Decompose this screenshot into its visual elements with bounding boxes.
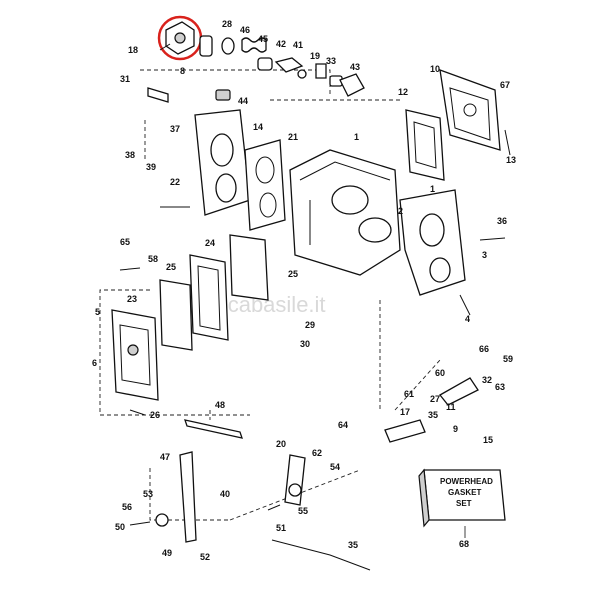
exhaust-cover-10[interactable] bbox=[439, 69, 501, 151]
label-25b: 25 bbox=[288, 269, 298, 279]
label-45: 45 bbox=[258, 34, 268, 44]
label-12: 12 bbox=[398, 87, 408, 97]
label-35b: 35 bbox=[348, 540, 358, 550]
label-28: 28 bbox=[222, 19, 232, 29]
label-26: 26 bbox=[150, 410, 160, 420]
kit-line-3: SET bbox=[456, 499, 472, 508]
label-4: 4 bbox=[465, 314, 470, 324]
callout-labels: 18 8 28 46 45 42 41 19 33 43 10 67 12 31… bbox=[92, 19, 516, 562]
label-20: 20 bbox=[276, 439, 286, 449]
label-62: 62 bbox=[312, 448, 322, 458]
label-2: 2 bbox=[398, 206, 403, 216]
label-10: 10 bbox=[430, 64, 440, 74]
label-15: 15 bbox=[483, 435, 493, 445]
label-30: 30 bbox=[300, 339, 310, 349]
label-33: 33 bbox=[326, 56, 336, 66]
assembly-guide-lines bbox=[99, 69, 441, 521]
lever-47[interactable] bbox=[155, 451, 197, 543]
label-25a: 25 bbox=[166, 262, 176, 272]
label-56: 56 bbox=[122, 502, 132, 512]
kit-line-1: POWERHEAD bbox=[440, 477, 493, 486]
gasket-12[interactable] bbox=[405, 109, 445, 181]
label-31: 31 bbox=[120, 74, 130, 84]
label-43: 43 bbox=[350, 62, 360, 72]
cylinder-block-1[interactable] bbox=[289, 149, 401, 276]
label-55: 55 bbox=[298, 506, 308, 516]
label-18: 18 bbox=[128, 45, 138, 55]
label-48: 48 bbox=[215, 400, 225, 410]
label-35: 35 bbox=[428, 410, 438, 420]
label-17: 17 bbox=[400, 407, 410, 417]
label-41: 41 bbox=[293, 40, 303, 50]
label-1a: 1 bbox=[354, 132, 359, 142]
label-14: 14 bbox=[253, 122, 263, 132]
plate-24[interactable] bbox=[229, 234, 269, 301]
kit-ref-label: 68 bbox=[459, 539, 469, 549]
label-1b: 1 bbox=[430, 184, 435, 194]
label-63: 63 bbox=[495, 382, 505, 392]
label-11: 11 bbox=[446, 402, 456, 412]
label-66: 66 bbox=[479, 344, 489, 354]
label-38: 38 bbox=[125, 150, 135, 160]
label-51: 51 bbox=[276, 523, 286, 533]
label-49: 49 bbox=[162, 548, 172, 558]
gasket-25a[interactable] bbox=[189, 254, 229, 341]
label-8: 8 bbox=[180, 66, 185, 76]
label-60: 60 bbox=[435, 368, 445, 378]
label-19: 19 bbox=[310, 51, 320, 61]
label-46: 46 bbox=[240, 25, 250, 35]
rod-35[interactable] bbox=[271, 539, 371, 571]
label-54: 54 bbox=[330, 462, 340, 472]
label-22: 22 bbox=[170, 177, 180, 187]
label-47: 47 bbox=[160, 452, 170, 462]
label-64: 64 bbox=[338, 420, 348, 430]
label-9: 9 bbox=[453, 424, 458, 434]
label-53: 53 bbox=[143, 489, 153, 499]
label-39: 39 bbox=[146, 162, 156, 172]
label-59: 59 bbox=[503, 354, 513, 364]
top-hardware[interactable] bbox=[147, 35, 365, 103]
label-40: 40 bbox=[220, 489, 230, 499]
gasket-25b[interactable] bbox=[159, 279, 193, 351]
label-61: 61 bbox=[404, 389, 414, 399]
bolts bbox=[119, 129, 511, 526]
part-8-highlighted[interactable] bbox=[157, 15, 203, 61]
crankcase-half-1[interactable] bbox=[399, 189, 466, 296]
label-36: 36 bbox=[497, 216, 507, 226]
gasket-21[interactable] bbox=[244, 139, 286, 231]
label-6: 6 bbox=[92, 358, 97, 368]
label-52: 52 bbox=[200, 552, 210, 562]
intake-manifold-14[interactable] bbox=[194, 109, 251, 216]
powerhead-gasket-set-box[interactable]: POWERHEAD GASKET SET 68 bbox=[418, 468, 506, 549]
label-67: 67 bbox=[500, 80, 510, 90]
label-29: 29 bbox=[305, 320, 315, 330]
kit-line-2: GASKET bbox=[448, 488, 481, 497]
lever-54[interactable] bbox=[284, 454, 306, 506]
label-13: 13 bbox=[506, 155, 516, 165]
label-5: 5 bbox=[95, 307, 100, 317]
cover-plate-23[interactable] bbox=[111, 309, 159, 401]
label-50: 50 bbox=[115, 522, 125, 532]
label-42: 42 bbox=[276, 39, 286, 49]
label-65: 65 bbox=[120, 237, 130, 247]
throttle-arm-17[interactable] bbox=[384, 377, 479, 443]
linkage-rod-48[interactable] bbox=[184, 419, 243, 439]
label-58: 58 bbox=[148, 254, 158, 264]
label-37: 37 bbox=[170, 124, 180, 134]
label-21: 21 bbox=[288, 132, 298, 142]
label-3: 3 bbox=[482, 250, 487, 260]
label-24: 24 bbox=[205, 238, 215, 248]
label-32: 32 bbox=[482, 375, 492, 385]
label-44: 44 bbox=[238, 96, 248, 106]
label-23: 23 bbox=[127, 294, 137, 304]
label-27: 27 bbox=[430, 394, 440, 404]
